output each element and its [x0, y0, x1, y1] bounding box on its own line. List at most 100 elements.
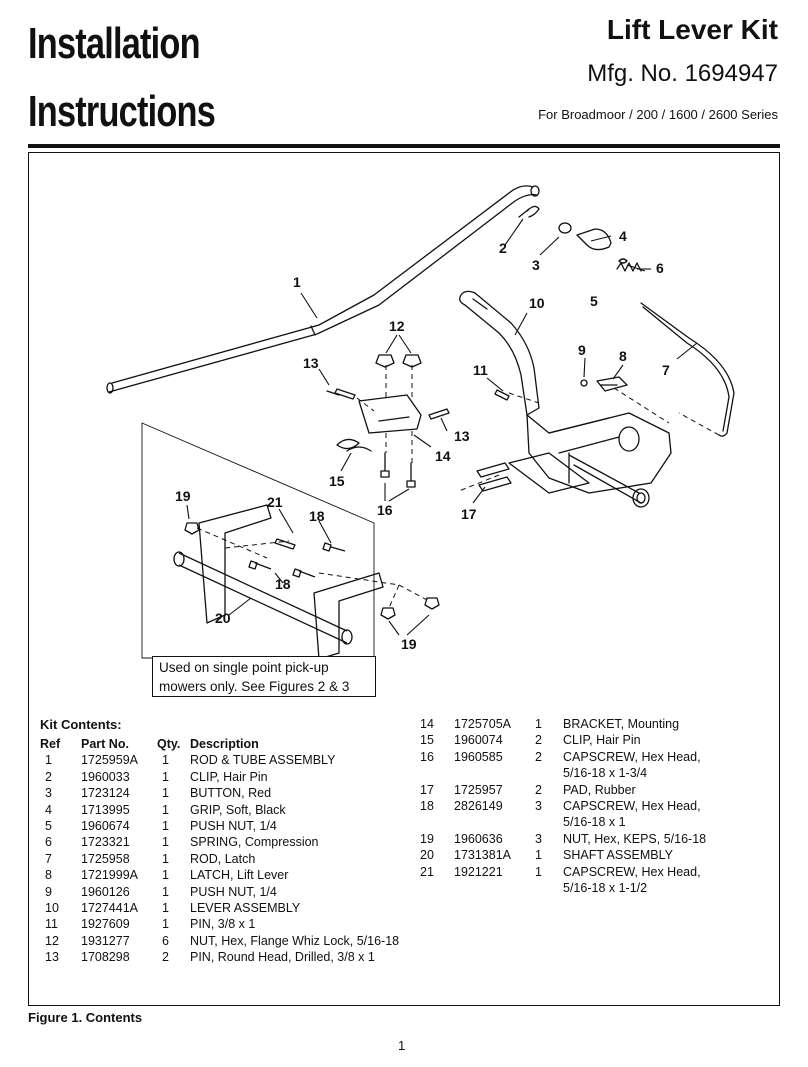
row-description: NUT, Hex, KEPS, 5/16-18: [563, 831, 706, 847]
callout-12: 12: [389, 318, 405, 334]
table-row: 18 2826149 3 CAPSCREW, Hex Head,5/16-18 x 1: [420, 798, 706, 831]
figure-frame: [28, 152, 780, 1006]
row-ref: 11: [45, 917, 58, 932]
row-ref: 21: [420, 864, 434, 879]
row-part-no: 2826149: [454, 799, 503, 814]
capscrew-16a: [380, 452, 390, 478]
row-description: NUT, Hex, Flange Whiz Lock, 5/16-18: [190, 933, 400, 948]
header-ref: Ref: [40, 737, 61, 751]
row-qty: 1: [162, 868, 169, 883]
row-part-no: 1725958: [81, 851, 130, 866]
row-qty: 1: [162, 835, 169, 850]
row-ref: 19: [420, 831, 434, 846]
row-ref: 18: [420, 799, 434, 814]
table-row: 16 1960585 2 CAPSCREW, Hex Head,5/16-18 x 1…: [420, 749, 706, 782]
callout-6: 6: [656, 260, 664, 276]
row-part-no: 1708298: [81, 950, 130, 965]
row-description: PUSH NUT, 1/4: [190, 819, 277, 834]
row-qty: 1: [162, 802, 169, 817]
row-ref: 20: [420, 848, 434, 863]
rod-tube-assembly: [106, 185, 540, 394]
row-part-no: 1727441A: [81, 901, 139, 916]
row-qty: 1: [535, 848, 542, 863]
capscrew-16b: [406, 462, 416, 488]
row-description: PIN, Round Head, Drilled, 3/8 x 1: [190, 950, 375, 965]
row-description: BRACKET, Mounting: [563, 716, 706, 732]
row-description-line-2: 5/16-18 x 1: [563, 815, 626, 830]
row-description-line-1: BRACKET, Mounting: [563, 717, 680, 731]
row-part-no: 1927609: [81, 917, 130, 932]
latch-rod: [640, 302, 735, 437]
row-description: CLIP, Hair Pin: [190, 769, 268, 784]
row-description: LATCH, Lift Lever: [190, 868, 289, 883]
header-qty: Qty.: [157, 737, 181, 751]
lever-assembly: [459, 290, 672, 508]
row-description: PIN, 3/8 x 1: [190, 917, 256, 932]
row-ref: 9: [45, 884, 52, 899]
series-note: For Broadmoor / 200 / 1600 / 2600 Series: [538, 107, 778, 122]
callout-13a: 13: [303, 355, 319, 371]
row-part-no: 1721999A: [81, 868, 139, 883]
row-qty: 1: [162, 917, 169, 932]
keps-nuts-right: [380, 597, 440, 620]
capscrew-18a: [322, 542, 346, 552]
mounting-bracket: [358, 394, 422, 434]
row-description: GRIP, Soft, Black: [190, 802, 286, 817]
row-description-line-1: CAPSCREW, Hex Head,: [563, 864, 701, 879]
callout-14: 14: [435, 448, 451, 464]
document-title: Installation Instructions: [28, 10, 216, 146]
callout-7: 7: [662, 362, 670, 378]
callout-1: 1: [293, 274, 301, 290]
callout-21: 21: [267, 494, 283, 510]
row-ref: 8: [45, 868, 52, 883]
row-ref: 4: [45, 802, 52, 817]
row-part-no: 1960074: [454, 733, 503, 748]
row-part-no: 1931277: [81, 933, 130, 948]
row-part-no: 1960674: [81, 819, 130, 834]
row-ref: 16: [420, 749, 434, 764]
row-ref: 2: [45, 769, 52, 784]
row-qty: 1: [162, 819, 169, 834]
shaft-plate-left: [198, 504, 272, 624]
rubber-pads: [476, 462, 512, 492]
row-ref: 5: [45, 819, 52, 834]
row-part-no: 1713995: [81, 802, 130, 817]
row-description-line-1: PAD, Rubber: [563, 782, 636, 797]
round-head-pin-right: [428, 408, 450, 420]
row-part-no: 1960585: [454, 749, 503, 764]
callout-16: 16: [377, 502, 393, 518]
row-part-no: 1960636: [454, 831, 503, 846]
row-description: PAD, Rubber: [563, 782, 706, 798]
row-part-no: 1725959A: [81, 753, 139, 768]
callout-10: 10: [529, 295, 545, 311]
row-description-line-1: CAPSCREW, Hex Head,: [563, 799, 701, 814]
title-line-2: Instructions: [28, 87, 216, 137]
row-qty: 3: [535, 799, 542, 814]
row-qty: 2: [535, 749, 542, 764]
row-description-line-1: CAPSCREW, Hex Head,: [563, 749, 701, 764]
table-row: 11 1927609 1 PIN, 3/8 x 1: [40, 916, 399, 932]
exploded-parts-diagram: [106, 185, 735, 660]
row-description: CAPSCREW, Hex Head,5/16-18 x 1-3/4: [563, 749, 706, 782]
row-part-no: 1725957: [454, 782, 503, 797]
kit-contents-title: Kit Contents:: [40, 717, 122, 732]
push-nut-9: [580, 379, 588, 387]
callout-8: 8: [619, 348, 627, 364]
compression-spring: [616, 262, 642, 272]
row-qty: 3: [535, 831, 542, 846]
row-qty: 2: [162, 950, 169, 965]
row-part-no: 1723321: [81, 835, 130, 850]
row-ref: 14: [420, 717, 434, 731]
row-ref: 12: [45, 933, 59, 948]
header-desc: Description: [190, 737, 259, 751]
